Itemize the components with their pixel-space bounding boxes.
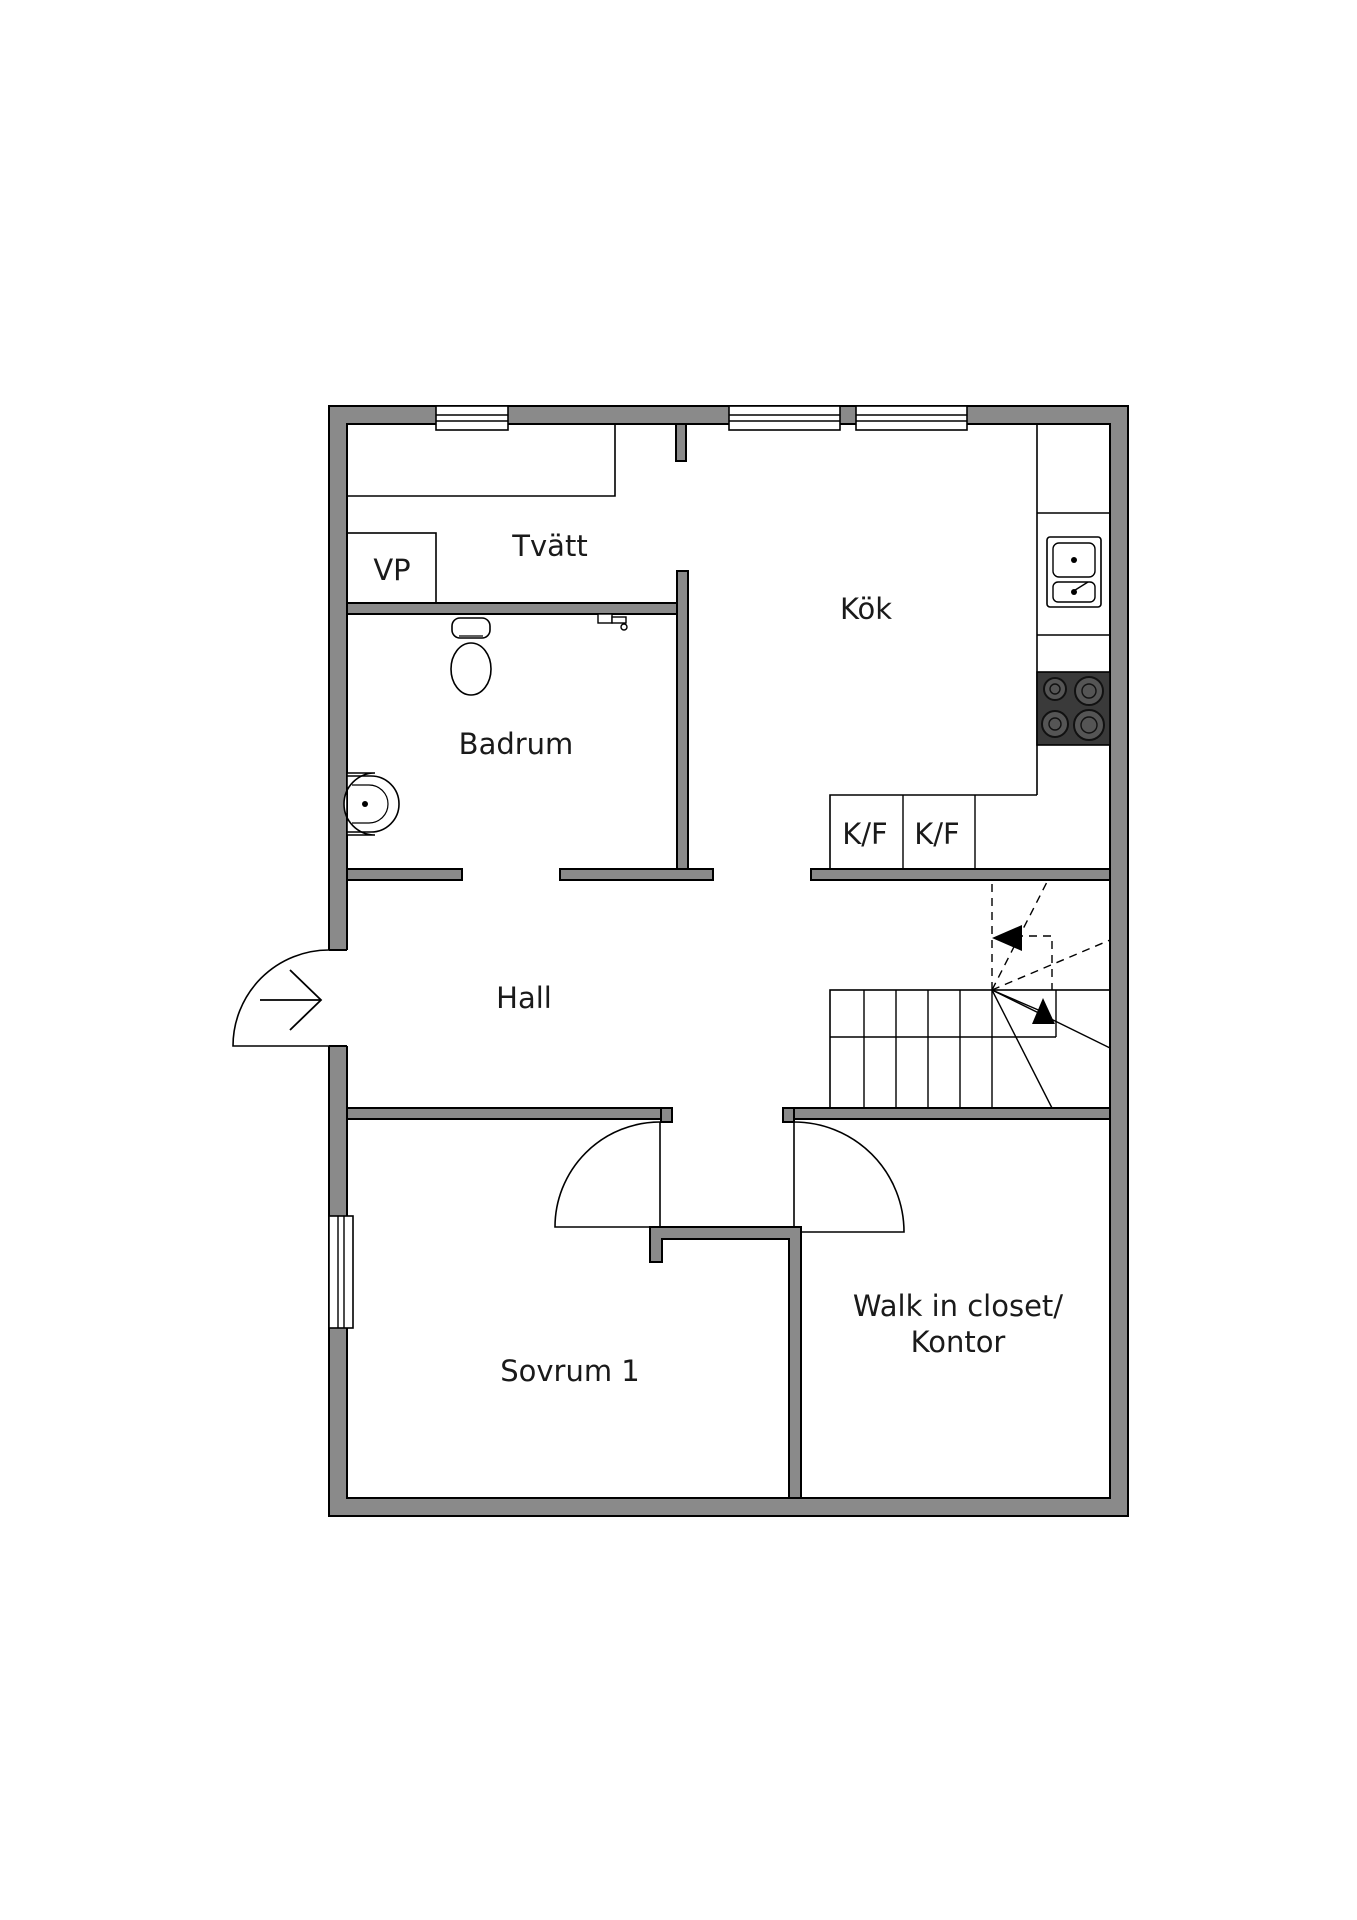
room-label-kok: Kök: [840, 592, 892, 626]
kitchen-counter: [829, 424, 1110, 869]
room-label-badrum: Badrum: [459, 727, 574, 761]
washbasin-icon: [343, 772, 400, 836]
interior-walls: [346, 423, 1111, 1499]
outer-walls: [328, 405, 1129, 1517]
stair-arrow-up-icon: [991, 989, 1055, 1024]
left-window: [328, 1215, 354, 1329]
top-window-right: [855, 405, 968, 431]
label-kf-2: K/F: [914, 817, 959, 851]
entrance-door: [232, 949, 350, 1047]
staircase: [829, 879, 1111, 1109]
toilet-icon: [450, 617, 492, 696]
stove-icon: [1036, 671, 1111, 746]
top-window-left: [435, 405, 509, 431]
room-label-sovrum: Sovrum 1: [500, 1354, 640, 1388]
bedroom-door-left: [554, 1121, 661, 1228]
room-label-walkin-line1: Walk in closet/: [853, 1289, 1063, 1323]
room-label-walkin-line2: Kontor: [911, 1325, 1006, 1359]
room-label-tvatt: Tvätt: [511, 529, 587, 563]
stair-arrow-left-icon: [992, 925, 1022, 951]
label-kf-1: K/F: [842, 817, 887, 851]
room-label-hall: Hall: [496, 981, 552, 1015]
shower-mixer-icon: [597, 613, 628, 631]
vp-unit: [346, 532, 437, 604]
laundry-counter: [347, 424, 616, 497]
entrance-arrow-icon: [260, 969, 323, 1031]
bedroom-door-right: [793, 1121, 905, 1233]
top-window-mid: [728, 405, 841, 431]
room-label-vp: VP: [373, 553, 410, 587]
sink-icon: [1046, 536, 1102, 608]
